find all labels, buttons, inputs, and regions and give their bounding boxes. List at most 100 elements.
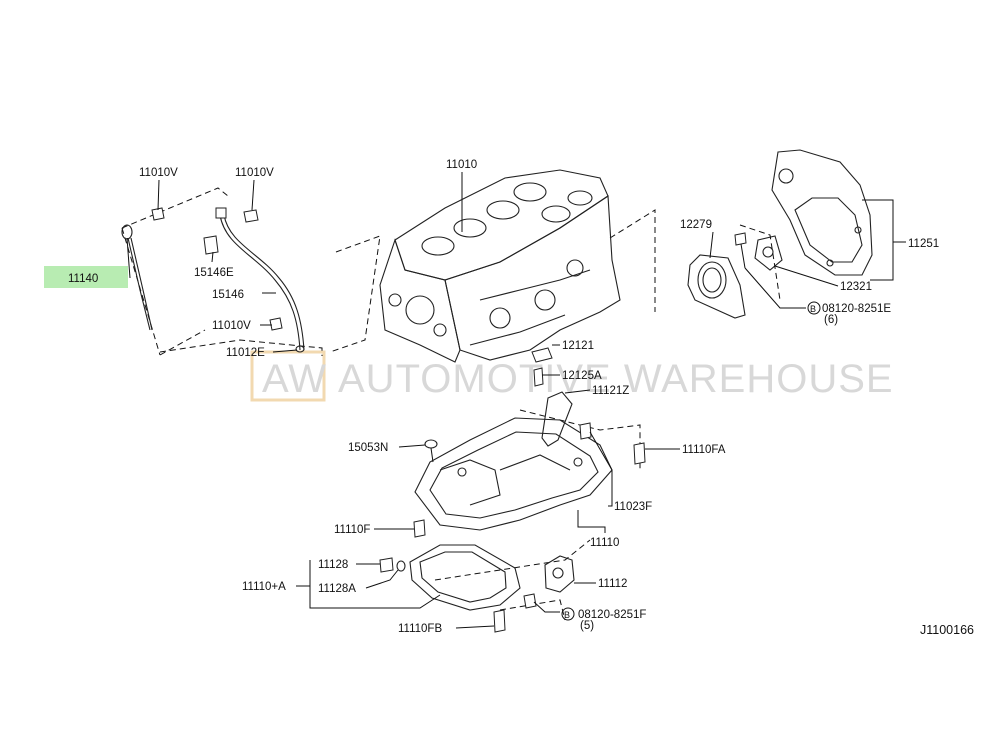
block-side-rib [479, 269, 591, 301]
label-12279[interactable]: 12279 [680, 219, 712, 231]
label-11110a[interactable]: 11110+A [242, 581, 286, 593]
label-15146e[interactable]: 15146E [194, 267, 234, 279]
block-front-port [388, 293, 402, 307]
dipstick-rod [127, 237, 151, 331]
leader-12321 [774, 265, 839, 287]
bolt-11010v-a [151, 207, 165, 221]
lower-oil-pan [409, 544, 521, 611]
leader-11012e [272, 349, 298, 353]
bore-4 [513, 182, 547, 202]
gasket-12321 [754, 235, 783, 271]
label-11121z[interactable]: 11121Z [592, 385, 629, 397]
bolt-11110fa [633, 442, 646, 465]
label-11251[interactable]: 11251 [908, 238, 939, 250]
label-11140[interactable]: 11140 [68, 273, 98, 285]
bolt-12125a [533, 367, 544, 387]
callout-labels: 11010V 11010V 11140 15146E 15146 11010V … [68, 159, 974, 637]
pan-enclosure-mid [434, 539, 591, 581]
block-side-bore [489, 307, 511, 329]
guide-tube-edge [223, 214, 305, 351]
label-15053n[interactable]: 15053N [348, 442, 388, 454]
label-08120-8251e-qty: (6) [824, 314, 838, 326]
dipstick-group [121, 179, 323, 356]
label-08120-8251f-qty: (5) [580, 620, 594, 632]
label-11010v-a[interactable]: 11010V [139, 167, 178, 179]
guide-enclosure-bottom [159, 339, 323, 356]
bolt-11010v-c [269, 317, 283, 331]
oil-strainer [541, 391, 573, 447]
block-side-bore-2 [534, 289, 556, 311]
seal-retainer-bore-inner [702, 267, 722, 293]
label-11012e[interactable]: 11012E [226, 347, 265, 359]
upper-oil-pan-rib-2 [499, 454, 571, 471]
label-08120-8251f[interactable]: 08120-8251F [578, 609, 646, 621]
label-12121[interactable]: 12121 [562, 340, 594, 352]
label-11023f[interactable]: 11023F [614, 501, 652, 513]
leader-11010v-a [157, 179, 160, 211]
o-ring-11012e [295, 345, 305, 353]
guide-tube [219, 214, 301, 351]
block-front-boss [405, 295, 435, 325]
watermark: AW AUTOMOTIVE WAREHOUSE [250, 350, 894, 402]
rear-plate-group [687, 149, 906, 319]
rear-plate-enclosure [739, 224, 781, 301]
label-08120-8251e[interactable]: 08120-8251E [822, 303, 891, 315]
dipstick-rod-edge [130, 237, 153, 331]
seal-retainer-bore [697, 261, 727, 299]
bolt-08120-8251e-shank [740, 243, 746, 269]
label-12125a[interactable]: 12125A [562, 370, 602, 382]
pan-hole-1 [457, 467, 467, 477]
watermark-badge-frame [250, 350, 326, 402]
bolt-08120-8251e [734, 232, 747, 246]
label-11128[interactable]: 11128 [318, 559, 348, 571]
watermark-text: AUTOMOTIVE WAREHOUSE [338, 357, 894, 401]
pan-hole-2 [573, 457, 583, 467]
watermark-badge: AW [262, 357, 327, 401]
label-12321[interactable]: 12321 [840, 281, 872, 293]
seal-retainer [687, 254, 746, 319]
block-enclosure-right [609, 209, 656, 312]
upper-oil-pan-inner [429, 431, 599, 519]
block-front-face [379, 238, 461, 363]
bolt-11010v-b [243, 209, 259, 223]
bore-5 [541, 205, 571, 223]
leader-08120-8251e [744, 267, 806, 309]
label-11010v-c[interactable]: 11010V [212, 320, 251, 332]
block-top-deck [394, 169, 609, 281]
label-11110fa[interactable]: 11110FA [682, 444, 726, 456]
label-11128a[interactable]: 11128A [318, 583, 356, 595]
label-highlight-11140 [44, 266, 128, 288]
label-11110[interactable]: 11110 [590, 537, 619, 549]
rear-plate-hole-2 [826, 259, 834, 267]
bolt-mark-f-letter: B [564, 610, 570, 620]
label-11110f[interactable]: 11110F [334, 524, 370, 536]
leader-11140 [126, 237, 131, 279]
rear-plate-opening [794, 197, 863, 263]
bracket-11112-hole [552, 567, 564, 579]
plug-15053n [424, 439, 438, 449]
drain-washer-11128a [396, 560, 406, 572]
block-side-face [444, 195, 621, 361]
rear-plate-dowel [778, 168, 794, 184]
label-11110fb[interactable]: 11110FB [398, 623, 442, 635]
upper-oil-pan-rib [439, 459, 501, 506]
bore-2 [453, 218, 487, 238]
label-11010v-b[interactable]: 11010V [235, 167, 274, 179]
bolt-mark-f [561, 607, 575, 621]
bracket-11110 [577, 510, 606, 533]
label-15146[interactable]: 15146 [212, 289, 244, 301]
bore-3 [486, 200, 520, 220]
gasket-12321-hole [762, 246, 774, 258]
pan-enclosure-low [499, 599, 566, 621]
label-11010[interactable]: 11010 [446, 159, 477, 171]
leader-11121z [564, 389, 591, 394]
leader-11110fb [455, 625, 495, 629]
leader-15053n-down [430, 447, 434, 463]
bracket-11110a [309, 560, 441, 609]
label-11112[interactable]: 11112 [598, 578, 627, 590]
leader-12279 [709, 231, 714, 259]
drain-plug-11128 [379, 557, 394, 573]
bracket-12121 [531, 347, 553, 363]
bolt-11110fb [493, 609, 506, 633]
